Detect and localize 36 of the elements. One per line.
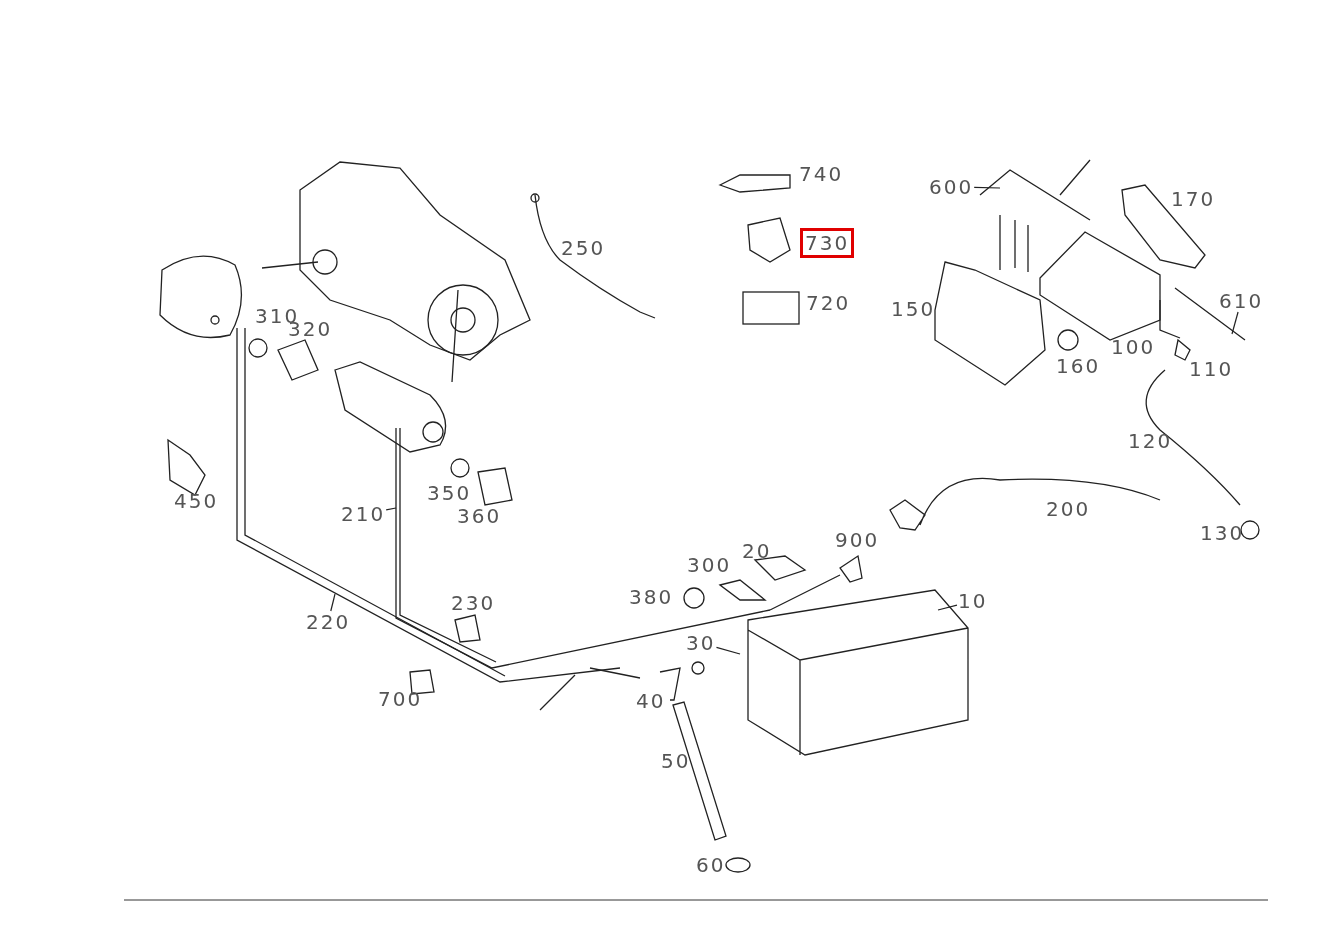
leader-line — [330, 593, 336, 612]
callout-number: 300 — [686, 554, 733, 576]
callout-number: 160 — [1055, 355, 1102, 377]
callout-number: 40 — [635, 690, 667, 712]
highlighted-callout-number: 730 — [800, 228, 855, 258]
callout-number: 360 — [456, 505, 503, 527]
callout-number: 150 — [890, 298, 937, 320]
callout-number: 610 — [1218, 290, 1265, 312]
callout-number: 130 — [1199, 522, 1246, 544]
callout-number: 600 — [928, 176, 975, 198]
callout-number: 450 — [173, 490, 220, 512]
callout-number: 170 — [1170, 188, 1217, 210]
callout-number: 230 — [450, 592, 497, 614]
callout-number: 720 — [805, 292, 852, 314]
leader-line — [385, 507, 397, 511]
callout-number: 110 — [1188, 358, 1235, 380]
callout-number: 120 — [1127, 430, 1174, 452]
callout-number: 60 — [695, 854, 727, 876]
callout-number: 10 — [957, 590, 989, 612]
callout-number: 380 — [628, 586, 675, 608]
callout-number: 250 — [560, 237, 607, 259]
leader-line — [1231, 311, 1239, 335]
callout-number: 200 — [1045, 498, 1092, 520]
callout-number: 100 — [1110, 336, 1157, 358]
callout-number: 350 — [426, 482, 473, 504]
callout-number: 900 — [834, 529, 881, 551]
leader-line — [715, 646, 741, 655]
callout-number: 220 — [305, 611, 352, 633]
callout-number: 50 — [660, 750, 692, 772]
leader-line — [973, 186, 1001, 189]
leader-line — [937, 604, 958, 611]
callout-number: 210 — [340, 503, 387, 525]
callout-number: 700 — [377, 688, 424, 710]
callout-number: 740 — [798, 163, 845, 185]
callout-number: 20 — [741, 540, 773, 562]
callout-number: 30 — [685, 632, 717, 654]
